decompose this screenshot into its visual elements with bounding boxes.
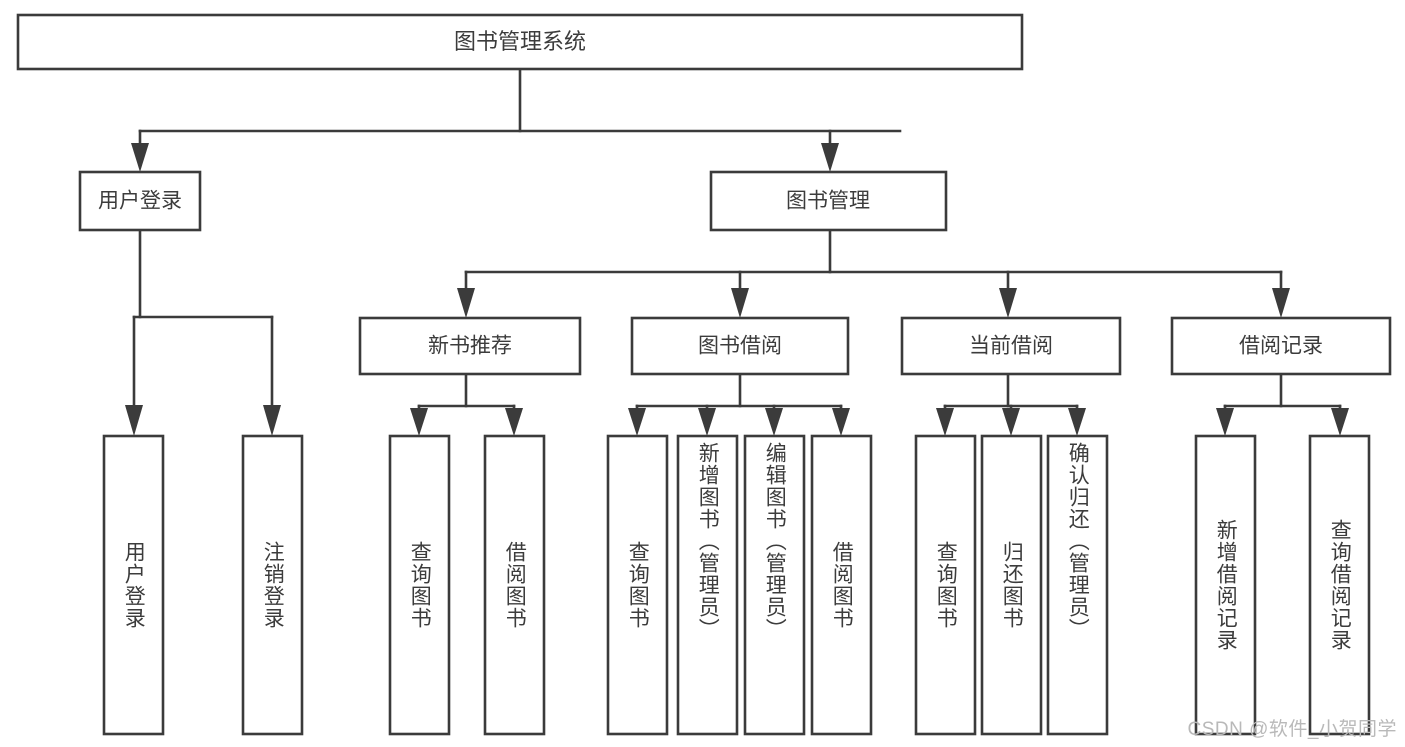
connector-book-manage-to-level3 (457, 228, 1290, 318)
arrow-head-leaf-borrow-query-book (628, 408, 646, 436)
arrow-head-new-book-recommend (457, 288, 475, 318)
node-borrow-record[interactable]: 借阅记录 (1170, 316, 1392, 376)
node-current-borrow[interactable]: 当前借阅 (900, 316, 1122, 376)
arrow-head-book-borrow (731, 288, 749, 318)
node-borrow-record-label: 借阅记录 (1239, 335, 1323, 358)
arrow-head-leaf-borrow-edit-book (765, 408, 783, 436)
leaf-box-borrow-query-book[interactable] (606, 434, 669, 736)
node-root[interactable]: 图书管理系统 (16, 13, 1024, 71)
leaf-box-user-login[interactable] (102, 434, 165, 736)
node-book-manage[interactable]: 图书管理 (709, 170, 948, 232)
arrow-head-leaf-rec-query-record (1331, 408, 1349, 436)
node-book-borrow-box[interactable] (630, 316, 850, 376)
arrow-head-leaf-borrow-add-book (698, 408, 716, 436)
connector-user-login-to-leaves (125, 228, 281, 436)
arrow-head-leaf-rec-borrow-book (505, 408, 523, 436)
node-book-borrow[interactable]: 图书借阅 (630, 316, 850, 376)
leaf-box-user-logout[interactable] (241, 434, 304, 736)
leaf-box-rec-add-record[interactable] (1194, 434, 1257, 736)
arrow-head-leaf-rec-query-book (410, 408, 428, 436)
leaf-box-cur-confirm-return[interactable] (1046, 434, 1109, 736)
connector-book-borrow-to-leaves (628, 372, 850, 436)
arrow-head-leaf-cur-confirm-return (1068, 408, 1086, 436)
leaf-box-borrow-add-book[interactable] (676, 434, 739, 736)
leaf-box-borrow-edit-book[interactable] (743, 434, 806, 736)
node-new-book-recommend[interactable]: 新书推荐 (358, 316, 582, 376)
node-book-manage-label: 图书管理 (786, 190, 870, 213)
arrow-head-leaf-rec-add-record (1216, 408, 1234, 436)
node-book-manage-box[interactable] (709, 170, 948, 232)
node-new-book-recommend-box[interactable] (358, 316, 582, 376)
leaf-box-rec-query-book[interactable] (388, 434, 451, 736)
arrow-head-leaf-borrow-borrow-book (832, 408, 850, 436)
arrow-head-leaf-user-logout (263, 405, 281, 436)
arrow-head-leaf-cur-return-book (1002, 408, 1020, 436)
watermark-text: CSDN @软件_小贺同学 (1187, 719, 1397, 740)
node-new-book-recommend-label: 新书推荐 (428, 335, 512, 358)
node-root-label: 图书管理系统 (454, 29, 586, 54)
connector-new-book-recommend-to-leaves (410, 372, 523, 436)
node-current-borrow-label: 当前借阅 (969, 335, 1053, 358)
connector-borrow-record-to-leaves (1216, 372, 1349, 436)
node-current-borrow-box[interactable] (900, 316, 1122, 376)
node-borrow-record-box[interactable] (1170, 316, 1392, 376)
leaf-box-cur-query-book[interactable] (914, 434, 977, 736)
connector-root-to-level2 (131, 67, 902, 172)
node-user-login-box[interactable] (78, 170, 202, 232)
leaf-box-rec-borrow-book[interactable] (483, 434, 546, 736)
connector-current-borrow-to-leaves (936, 372, 1086, 436)
node-user-login[interactable]: 用户登录 (78, 170, 202, 232)
node-user-login-label: 用户登录 (98, 190, 182, 213)
leaf-box-cur-return-book[interactable] (980, 434, 1043, 736)
node-book-borrow-label: 图书借阅 (698, 335, 782, 358)
leaf-box-rec-query-record[interactable] (1308, 434, 1371, 736)
arrow-head-user-login (131, 143, 149, 172)
arrow-head-current-borrow (999, 288, 1017, 318)
arrow-head-leaf-cur-query-book (936, 408, 954, 436)
arrow-head-book-manage (821, 143, 839, 172)
node-root-box[interactable] (16, 13, 1024, 71)
arrow-head-borrow-record (1272, 288, 1290, 318)
arrow-head-leaf-user-login (125, 405, 143, 436)
leaf-box-borrow-borrow-book[interactable] (810, 434, 873, 736)
